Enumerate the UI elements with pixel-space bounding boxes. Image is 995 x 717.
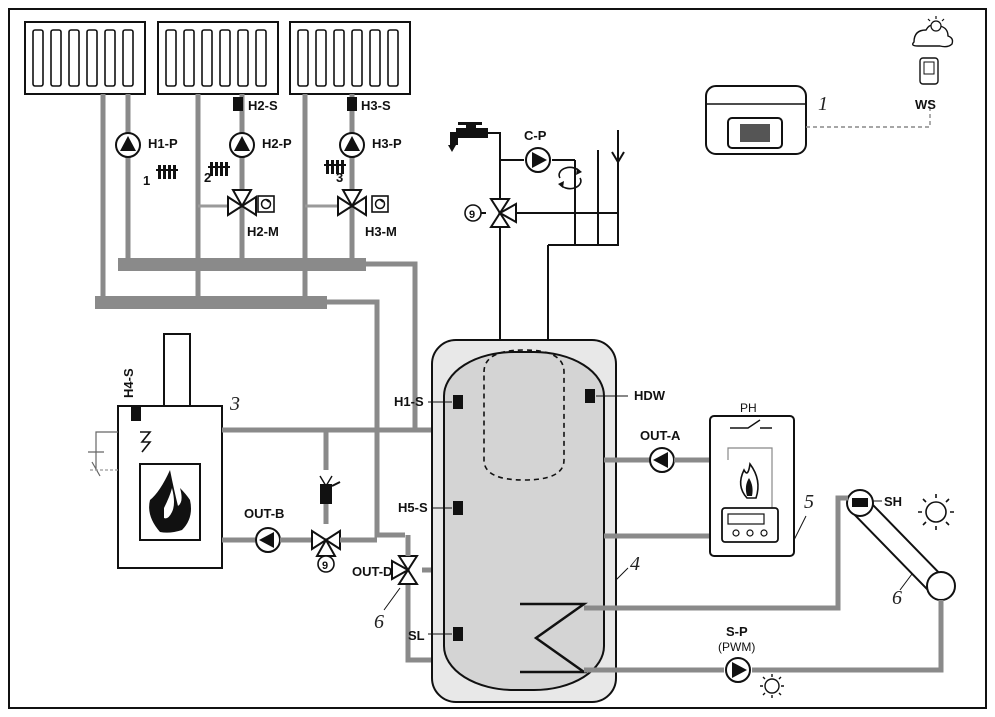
- label-ws: WS: [915, 97, 936, 112]
- pump-icon: [115, 132, 141, 158]
- callout-collector: 6: [892, 587, 902, 609]
- callout-boiler: 5: [804, 491, 814, 513]
- svg-text:9: 9: [469, 209, 475, 221]
- thermostatic-valve-icon: [319, 475, 341, 504]
- supply-manifold: [118, 258, 366, 271]
- callout-valve-d: 6: [374, 611, 384, 633]
- label-h2p: H2-P: [262, 136, 292, 151]
- thermostat-icon: [721, 507, 779, 543]
- actuator-icon: [371, 195, 389, 213]
- label-sl: SL: [408, 628, 425, 643]
- label-h5s: H5-S: [398, 500, 428, 515]
- sensor-hdw: [585, 389, 595, 403]
- label-h4s: H4-S: [121, 368, 136, 398]
- flame-icon: [739, 461, 759, 499]
- callout-tank: 4: [630, 553, 640, 575]
- label-sp: S-P: [726, 624, 748, 639]
- label-zone3: 3: [336, 170, 343, 185]
- label-h3m: H3-M: [365, 224, 397, 239]
- svg-text:9: 9: [322, 560, 328, 572]
- label-h1s: H1-S: [394, 394, 424, 409]
- label-pwm: (PWM): [718, 640, 755, 654]
- radiator-icon: [24, 21, 146, 95]
- sun-icon: [918, 494, 954, 530]
- pump-icon: [255, 527, 281, 553]
- label-outa: OUT-A: [640, 428, 681, 443]
- weather-sensor-icon: [919, 57, 939, 85]
- label-ph: PH: [740, 401, 757, 415]
- storage-tank: [431, 339, 617, 703]
- label-outb: OUT-B: [244, 506, 284, 521]
- sensor-h1s: [453, 395, 463, 409]
- pump-icon: [525, 147, 551, 173]
- callout-controller: 1: [818, 93, 828, 115]
- sensor-h4s: [131, 407, 141, 421]
- label-outd: OUT-D: [352, 564, 392, 579]
- label-sh: SH: [884, 494, 902, 509]
- label-h3s: H3-S: [361, 98, 391, 113]
- wood-stove: [117, 333, 223, 569]
- label-hdw: HDW: [634, 388, 666, 403]
- pump-icon: [229, 132, 255, 158]
- pump-icon: [725, 657, 751, 683]
- sun-icon: [760, 674, 784, 698]
- solar-collector: [846, 489, 956, 601]
- label-zone1: 1: [143, 173, 150, 188]
- sensor-sl: [453, 627, 463, 641]
- sensor-h3s: [347, 97, 357, 111]
- controller-unit: [705, 85, 807, 155]
- tap-icon: [448, 122, 488, 152]
- actuator-icon: 9: [317, 555, 335, 573]
- gas-boiler: [709, 415, 795, 557]
- weather-icon: [911, 16, 954, 48]
- label-h2s: H2-S: [248, 98, 278, 113]
- flame-icon: [149, 470, 191, 533]
- pump-icon: [649, 447, 675, 473]
- label-zone2: 2: [204, 170, 211, 185]
- pump-icon: [339, 132, 365, 158]
- label-cp: C-P: [524, 128, 547, 143]
- actuator-icon: [257, 195, 275, 213]
- radiator-icon: [289, 21, 411, 95]
- label-h2m: H2-M: [247, 224, 279, 239]
- label-h1p: H1-P: [148, 136, 178, 151]
- callout-stove: 3: [229, 393, 240, 415]
- sensor-h5s: [453, 501, 463, 515]
- sensor-h2s: [233, 97, 243, 111]
- actuator-icon: 9: [464, 204, 482, 222]
- label-h3p: H3-P: [372, 136, 402, 151]
- return-manifold: [95, 296, 327, 309]
- radiator-icon: [157, 21, 279, 95]
